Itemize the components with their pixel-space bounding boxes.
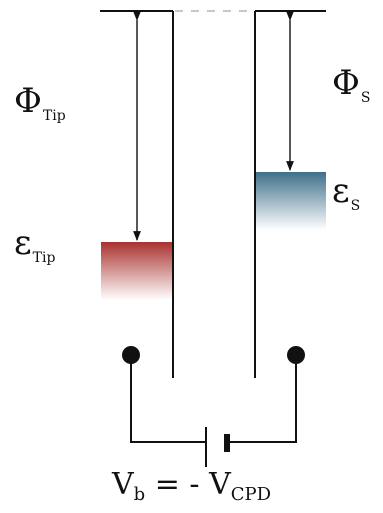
eps-tip-label: εTip [14, 223, 55, 265]
eps-s-label: εS [332, 171, 360, 213]
phi-tip-label: ΦTip [14, 81, 66, 123]
phi-s-subscript: S [360, 90, 371, 106]
equation-cpd-subscript: CPD [230, 484, 272, 505]
eps-tip-symbol: ε [14, 223, 32, 263]
eps-s-subscript: S [350, 198, 361, 214]
equation-v: V [112, 467, 134, 502]
battery-short-plate [224, 434, 230, 452]
eps-tip-subscript: Tip [32, 250, 56, 266]
bias-equation: Vb = - VCPD [112, 467, 271, 504]
phi-s-symbol: Φ [332, 63, 360, 103]
tip-fermi-fill [101, 242, 172, 300]
circuit-wire-left [130, 355, 205, 443]
equation-middle: = - V [145, 467, 231, 502]
phi-s-label: ΦS [332, 63, 370, 105]
equation-v-subscript: b [133, 484, 146, 505]
sample-fermi-fill [256, 172, 326, 230]
eps-s-symbol: ε [332, 171, 350, 211]
phi-tip-symbol: Φ [14, 81, 42, 121]
circuit-wire-right [228, 355, 297, 443]
phi-tip-subscript: Tip [42, 108, 66, 124]
